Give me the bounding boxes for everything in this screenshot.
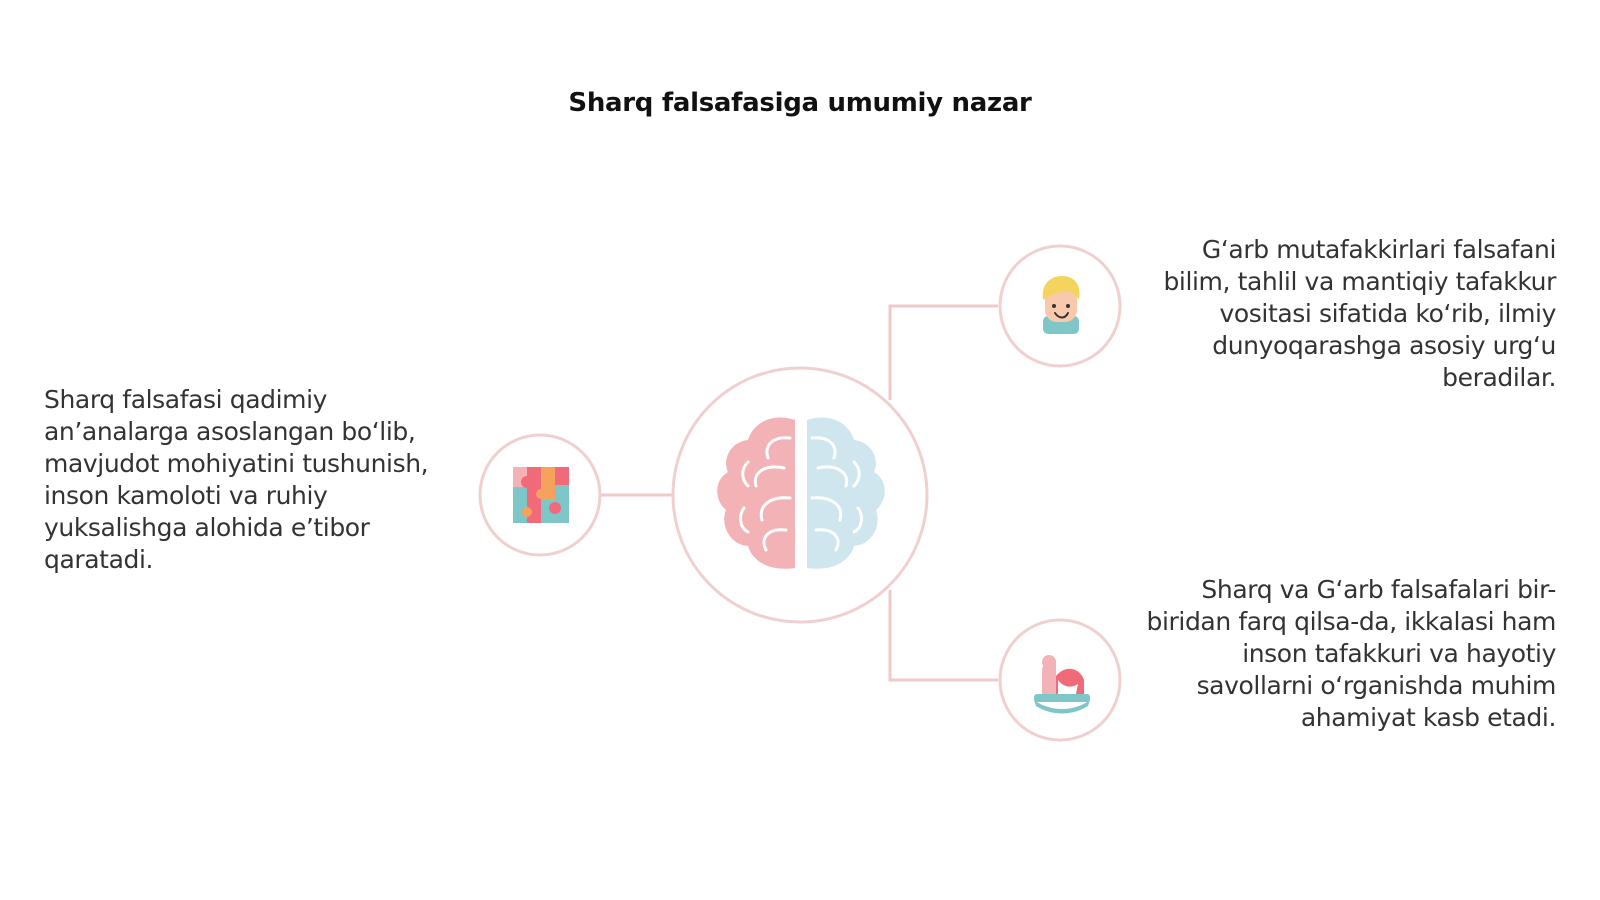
bottom-right-node: [998, 618, 1122, 742]
child-face-icon: [1042, 276, 1080, 334]
bottom-right-node-text: Sharq va G‘arb falsafalari bir-biridan f…: [1146, 575, 1557, 732]
left-node-text: Sharq falsafasi qadimiy an’analarga asos…: [44, 385, 429, 574]
left-node: [478, 433, 602, 557]
connector-lines: [600, 304, 998, 682]
connector-bottom-right: [888, 590, 998, 682]
diagram-title: Sharq falsafasiga umumiy nazar: [568, 88, 1032, 118]
center-node: [671, 366, 929, 624]
top-right-node-text: G‘arb mutafakkirlari falsafani bilim, ta…: [1163, 235, 1556, 392]
top-right-node: [998, 244, 1122, 368]
brain-icon: [717, 417, 885, 569]
rocking-horse-icon: [1034, 655, 1090, 714]
colorful-blocks-icon: [513, 467, 569, 523]
connector-top-right: [888, 304, 998, 400]
